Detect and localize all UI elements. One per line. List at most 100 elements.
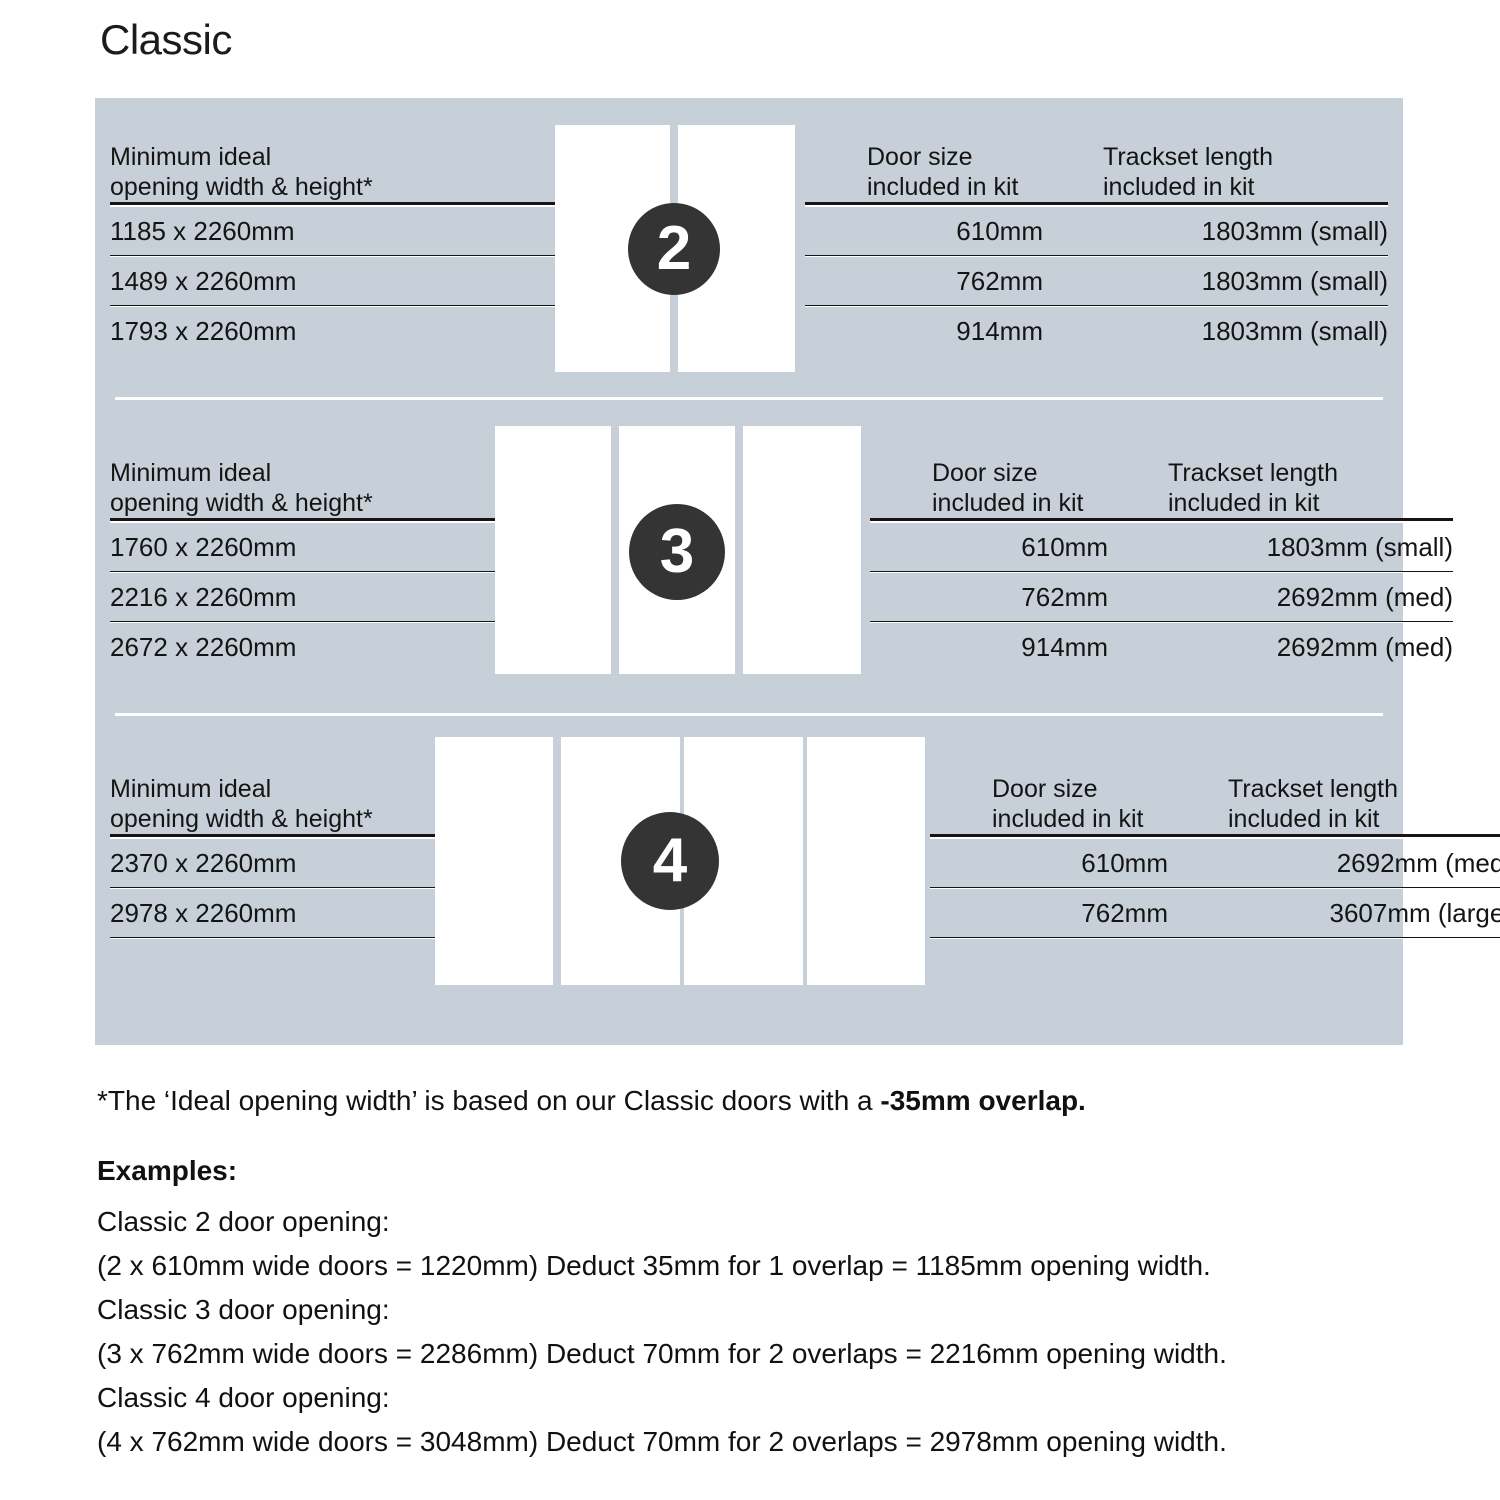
opening-rows: 1185 x 2260mm 1489 x 2260mm 1793 x 2260m… <box>110 207 570 355</box>
door-size-value: 762mm <box>1081 898 1168 928</box>
table-row: 762mm 3607mm (large) <box>930 889 1500 937</box>
door-diagram-2: 2 <box>555 98 805 398</box>
overlap-footnote: *The ‘Ideal opening width’ is based on o… <box>97 1085 1086 1117</box>
table-row: 1489 x 2260mm <box>110 257 570 305</box>
door-panel <box>435 737 553 985</box>
opening-value: 1793 x 2260mm <box>110 316 297 346</box>
opening-value: 2216 x 2260mm <box>110 582 297 612</box>
table-row: 2672 x 2260mm <box>110 623 510 671</box>
opening-column: Minimum ideal opening width & height* 11… <box>110 98 570 355</box>
sizing-table-card: Minimum ideal opening width & height* 11… <box>95 98 1500 1045</box>
kit-column-headers: Door size included in kit Trackset lengt… <box>805 98 1388 202</box>
header-rule <box>110 202 570 207</box>
opening-column-header: Minimum ideal opening width & height* <box>110 143 373 201</box>
kit-rows: 610mm 1803mm (small) 762mm 1803mm (small… <box>805 207 1388 355</box>
table-row: 762mm 2692mm (med) <box>870 573 1453 621</box>
row-rule <box>930 937 1500 939</box>
section-divider <box>115 713 1383 716</box>
door-size-value: 762mm <box>956 266 1043 296</box>
door-diagram-3: 3 <box>495 414 870 714</box>
opening-value: 1760 x 2260mm <box>110 532 297 562</box>
trackset-column-header: Trackset length included in kit <box>1168 459 1338 517</box>
footnote-text: *The ‘Ideal opening width’ is based on o… <box>97 1085 881 1116</box>
door-size-value: 610mm <box>956 216 1043 246</box>
row-rule <box>870 571 1453 573</box>
kit-columns: Door size included in kit Trackset lengt… <box>930 730 1500 939</box>
list-item: Classic 2 door opening: <box>97 1206 390 1237</box>
list-item: (4 x 762mm wide doors = 3048mm) Deduct 7… <box>97 1426 1227 1457</box>
kit-rows: 610mm 1803mm (small) 762mm 2692mm (med) … <box>870 523 1453 671</box>
opening-column: Minimum ideal opening width & height* 17… <box>110 414 510 671</box>
row-rule <box>110 937 450 939</box>
section-3-door: Minimum ideal opening width & height* 17… <box>95 414 1453 714</box>
opening-rows: 2370 x 2260mm 2978 x 2260mm <box>110 839 450 939</box>
opening-value: 1185 x 2260mm <box>110 216 295 246</box>
list-item: (2 x 610mm wide doors = 1220mm) Deduct 3… <box>97 1250 1211 1281</box>
trackset-value: 2692mm (med) <box>1336 848 1500 878</box>
opening-value: 1489 x 2260mm <box>110 266 297 296</box>
header-rule <box>110 518 510 523</box>
trackset-value: 3607mm (large) <box>1329 898 1500 928</box>
door-size-value: 914mm <box>956 316 1043 346</box>
door-panel <box>495 426 611 674</box>
list-item: Classic 4 door opening: <box>97 1382 390 1413</box>
table-row: 610mm 2692mm (med) <box>930 839 1500 887</box>
table-row: 914mm 1803mm (small) <box>805 307 1388 355</box>
door-size-value: 610mm <box>1021 532 1108 562</box>
opening-value: 2370 x 2260mm <box>110 848 297 878</box>
kit-columns: Door size included in kit Trackset lengt… <box>805 98 1388 355</box>
header-rule <box>805 202 1388 207</box>
examples-heading: Examples: <box>97 1155 238 1186</box>
header-rule <box>930 834 1500 839</box>
table-row: 1185 x 2260mm <box>110 207 570 255</box>
door-size-column-header: Door size included in kit <box>867 143 1019 201</box>
opening-value: 2978 x 2260mm <box>110 898 297 928</box>
row-rule <box>110 255 570 257</box>
footnote-emphasis: -35mm overlap. <box>880 1085 1086 1116</box>
examples-list: Classic 2 door opening: (2 x 610mm wide … <box>97 1200 1427 1464</box>
section-2-door: Minimum ideal opening width & height* 11… <box>95 98 1403 398</box>
row-rule <box>110 571 510 573</box>
door-diagram-4: 4 <box>435 730 930 1030</box>
door-count-badge: 3 <box>629 504 725 600</box>
table-row: 610mm 1803mm (small) <box>805 207 1388 255</box>
row-rule <box>870 621 1453 623</box>
door-size-value: 914mm <box>1021 632 1108 662</box>
row-rule <box>110 887 450 889</box>
table-row: 1793 x 2260mm <box>110 307 570 355</box>
opening-rows: 1760 x 2260mm 2216 x 2260mm 2672 x 2260m… <box>110 523 510 671</box>
opening-value: 2672 x 2260mm <box>110 632 297 662</box>
trackset-value: 1803mm (small) <box>1266 532 1453 562</box>
table-row: 1760 x 2260mm <box>110 523 510 571</box>
header-rule <box>110 834 450 839</box>
table-row: 2978 x 2260mm <box>110 889 450 937</box>
row-rule <box>930 887 1500 889</box>
door-size-value: 762mm <box>1021 582 1108 612</box>
section-divider <box>115 397 1383 400</box>
list-item: Classic 3 door opening: <box>97 1294 390 1325</box>
door-panel <box>807 737 925 985</box>
door-size-column-header: Door size included in kit <box>932 459 1084 517</box>
trackset-value: 2692mm (med) <box>1276 632 1453 662</box>
header-rule <box>870 518 1453 523</box>
trackset-value: 1803mm (small) <box>1201 216 1388 246</box>
kit-column-headers: Door size included in kit Trackset lengt… <box>930 730 1500 834</box>
kit-columns: Door size included in kit Trackset lengt… <box>870 414 1453 671</box>
door-count-badge: 2 <box>628 203 720 295</box>
table-row: 2370 x 2260mm <box>110 839 450 887</box>
table-row: 762mm 1803mm (small) <box>805 257 1388 305</box>
row-rule <box>805 255 1388 257</box>
trackset-column-header: Trackset length included in kit <box>1228 775 1398 833</box>
door-count-badge: 4 <box>621 812 719 910</box>
table-row: 610mm 1803mm (small) <box>870 523 1453 571</box>
page-title: Classic <box>100 16 232 63</box>
door-size-value: 610mm <box>1081 848 1168 878</box>
row-rule <box>110 621 510 623</box>
row-rule <box>110 305 570 307</box>
table-row: 2216 x 2260mm <box>110 573 510 621</box>
opening-column: Minimum ideal opening width & height* 23… <box>110 730 450 939</box>
trackset-value: 2692mm (med) <box>1276 582 1453 612</box>
kit-column-headers: Door size included in kit Trackset lengt… <box>870 414 1453 518</box>
table-row: 914mm 2692mm (med) <box>870 623 1453 671</box>
